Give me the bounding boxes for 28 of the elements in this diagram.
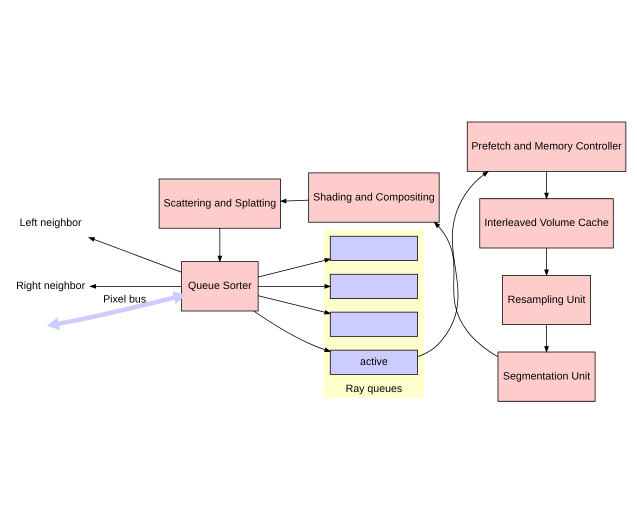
node-box	[330, 273, 418, 298]
node-box: active	[330, 349, 418, 374]
edge-label: Pixel bus	[103, 292, 146, 305]
arrow	[258, 283, 332, 288]
node-box: Queue Sorter	[181, 260, 259, 311]
node-box	[330, 311, 418, 336]
arrow	[217, 228, 222, 262]
arrow	[544, 247, 549, 276]
arrow	[417, 170, 490, 357]
node-text: Left neighbor	[20, 216, 82, 229]
node-box: Scattering and Splatting	[158, 178, 281, 228]
node-box	[330, 235, 418, 260]
arrow	[280, 198, 309, 203]
arrow	[258, 294, 332, 314]
arrow	[89, 283, 182, 288]
arrow	[253, 310, 332, 352]
node-box: Interleaved Volume Cache	[479, 198, 614, 248]
node-box: Shading and Compositing	[308, 172, 440, 222]
arrow	[434, 221, 498, 357]
arrow	[544, 324, 549, 352]
node-box: Segmentation Unit	[498, 351, 596, 402]
arrow	[88, 236, 182, 272]
node-text: Right neighbor	[16, 280, 86, 292]
arrow	[258, 258, 332, 277]
node-box: Resampling Unit	[502, 274, 591, 325]
arrow	[46, 290, 186, 330]
arrow	[544, 170, 549, 200]
node-box: Prefetch and Memory Controller	[466, 121, 626, 172]
